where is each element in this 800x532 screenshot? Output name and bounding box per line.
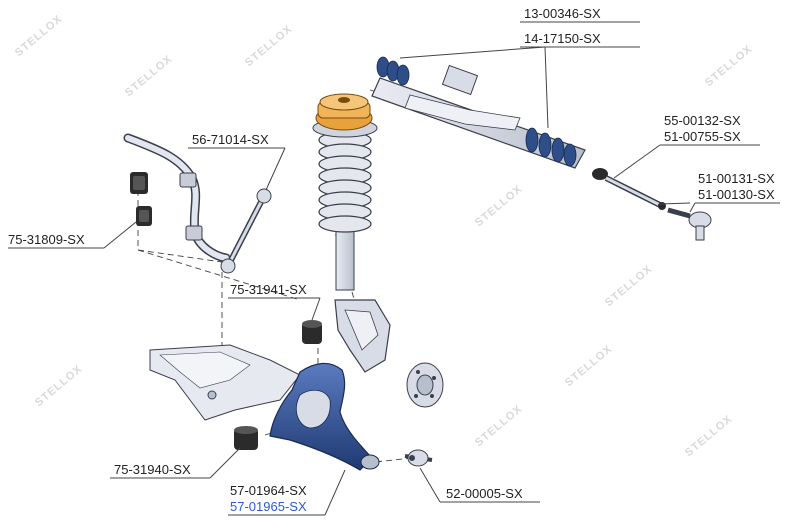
label-arm-bushing-rear: 75-31940-SX xyxy=(114,462,191,477)
label-control-arm-1: 57-01964-SX xyxy=(230,483,307,498)
tie-rod-end xyxy=(658,202,712,241)
label-stabilizer-link: 56-71014-SX xyxy=(192,132,269,147)
stabilizer-bushing-upper xyxy=(130,172,148,194)
wheel-hub xyxy=(406,362,444,408)
stabilizer-link xyxy=(220,188,272,274)
inner-tie-rod xyxy=(592,168,662,208)
label-stabilizer-bushing: 75-31809-SX xyxy=(8,232,85,247)
label-inner-tie-rod-1: 55-00132-SX xyxy=(664,113,741,128)
leader-lines xyxy=(8,21,780,516)
label-steering-rack-2: 14-17150-SX xyxy=(524,31,601,46)
stabilizer-bar xyxy=(123,133,231,263)
label-control-arm-2[interactable]: 57-01965-SX xyxy=(230,499,307,514)
label-arm-bushing-front: 75-31941-SX xyxy=(230,282,307,297)
label-steering-rack-1: 13-00346-SX xyxy=(524,6,601,21)
label-ball-joint: 52-00005-SX xyxy=(446,486,523,501)
subframe xyxy=(149,344,301,421)
ball-joint xyxy=(404,449,433,467)
stabilizer-bushing-lower xyxy=(136,206,152,226)
arm-bushing-rear xyxy=(234,426,258,450)
steering-rack xyxy=(371,56,586,169)
lower-control-arm xyxy=(269,362,380,471)
arm-bushing-front xyxy=(302,320,322,344)
strut-assembly xyxy=(312,118,378,291)
label-tie-rod-end-1: 51-00131-SX xyxy=(698,171,775,186)
strut-mount xyxy=(315,93,373,131)
label-inner-tie-rod-2: 51-00755-SX xyxy=(664,129,741,144)
steering-knuckle xyxy=(334,299,391,373)
label-tie-rod-end-2: 51-00130-SX xyxy=(698,187,775,202)
stabilizer-bar-clamp xyxy=(179,172,203,241)
